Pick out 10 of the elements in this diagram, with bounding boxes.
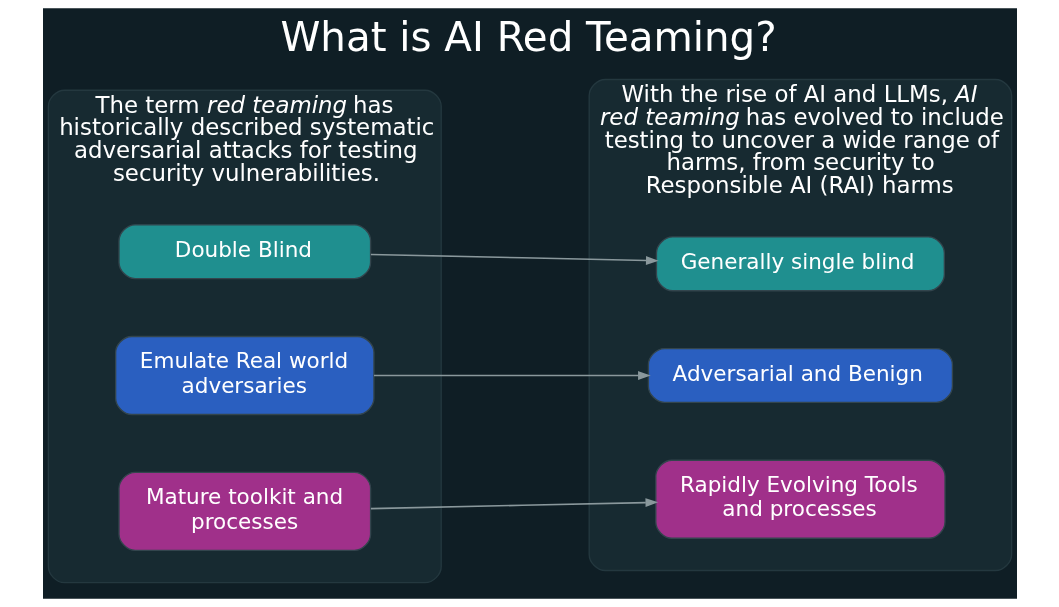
node-box: Adversarial and Benign [647, 347, 953, 404]
node-box: Generally single blind [655, 236, 945, 292]
node-box: Emulate Real world adversaries [114, 335, 375, 416]
diagram-title: What is AI Red Teaming? [279, 14, 777, 62]
node-box: Rapidly Evolving Tools and processes [654, 459, 946, 539]
node-box: Double Blind [117, 224, 371, 280]
arrow [372, 371, 651, 380]
node-box: Mature toolkit and processes [117, 471, 371, 552]
arrow [369, 498, 658, 510]
arrow [369, 253, 659, 265]
